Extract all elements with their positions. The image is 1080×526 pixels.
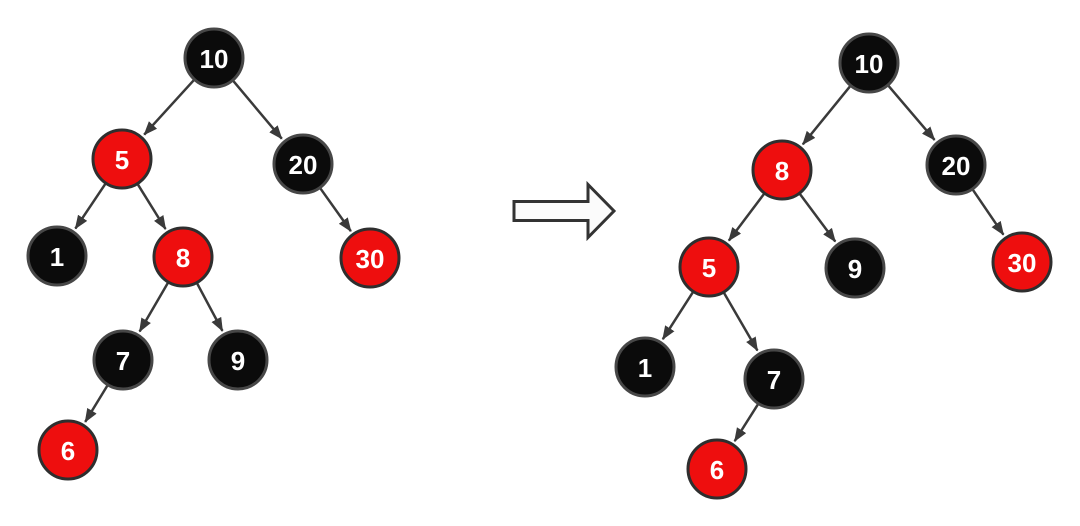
tree-before: 10 5 20 1 8 30 7 9 6	[26, 27, 401, 481]
tree-edge-8-9	[798, 193, 837, 243]
tree-node-10-black: 10	[838, 32, 900, 94]
node-label: 10	[855, 49, 884, 79]
tree-node-8-red: 8	[152, 226, 214, 288]
tree-node-7-black: 7	[743, 348, 805, 410]
node-label: 1	[638, 353, 652, 383]
tree-edge-10-8	[801, 85, 852, 146]
tree-node-30-red: 30	[339, 227, 401, 289]
tree-node-5-red: 5	[678, 236, 740, 298]
node-label: 8	[176, 243, 190, 273]
node-label: 6	[61, 436, 75, 466]
node-circle	[37, 419, 99, 481]
node-circle	[272, 133, 334, 195]
node-label: 7	[767, 365, 781, 395]
node-label: 7	[116, 346, 130, 376]
node-circle	[339, 227, 401, 289]
node-label: 9	[231, 346, 245, 376]
node-circle	[614, 336, 676, 398]
node-circle	[925, 134, 987, 196]
node-label: 9	[848, 254, 862, 284]
node-circle	[183, 27, 245, 89]
node-label: 30	[356, 244, 385, 274]
node-circle	[91, 128, 153, 190]
tree-node-6-red: 6	[686, 438, 748, 500]
tree-node-7-black: 7	[92, 329, 154, 391]
tree-edge-7-6	[733, 403, 760, 442]
node-label: 30	[1008, 248, 1037, 278]
node-label: 6	[710, 455, 724, 485]
node-label: 5	[702, 253, 716, 283]
tree-node-1-black: 1	[614, 336, 676, 398]
tree-edge-10-20	[232, 80, 283, 140]
node-circle	[686, 438, 748, 500]
tree-edge-8-9	[196, 282, 224, 332]
tree-edge-10-5	[143, 79, 195, 136]
tree-node-9-black: 9	[824, 237, 886, 299]
node-circle	[838, 32, 900, 94]
tree-edge-7-6	[84, 384, 109, 423]
node-label: 1	[50, 242, 64, 272]
tree-edge-5-1	[74, 183, 107, 230]
node-circle	[207, 329, 269, 391]
tree-node-6-red: 6	[37, 419, 99, 481]
node-label: 20	[942, 151, 971, 181]
tree-edge-10-20	[887, 85, 936, 141]
tree-node-9-black: 9	[207, 329, 269, 391]
tree-node-20-black: 20	[272, 133, 334, 195]
node-circle	[92, 329, 154, 391]
node-circle	[152, 226, 214, 288]
node-circle	[751, 139, 813, 201]
tree-edge-8-5	[727, 193, 765, 242]
node-circle	[26, 225, 88, 287]
tree-edge-20-30	[971, 189, 1005, 236]
node-circle	[678, 236, 740, 298]
node-label: 10	[200, 44, 229, 74]
tree-edge-5-7	[722, 292, 759, 352]
node-circle	[824, 237, 886, 299]
tree-node-10-black: 10	[183, 27, 245, 89]
tree-edge-20-30	[319, 187, 352, 232]
tree-node-8-red: 8	[751, 139, 813, 201]
transformation-arrow-icon	[512, 180, 617, 242]
node-label: 5	[115, 145, 129, 175]
tree-node-20-black: 20	[925, 134, 987, 196]
node-circle	[991, 231, 1053, 293]
tree-edge-5-1	[661, 291, 694, 341]
tree-node-1-black: 1	[26, 225, 88, 287]
node-label: 8	[775, 156, 789, 186]
tree-edge-8-7	[138, 282, 169, 333]
tree-node-30-red: 30	[991, 231, 1053, 293]
tree-edge-5-8	[136, 183, 167, 230]
tree-node-5-red: 5	[91, 128, 153, 190]
node-circle	[743, 348, 805, 410]
node-label: 20	[289, 150, 318, 180]
